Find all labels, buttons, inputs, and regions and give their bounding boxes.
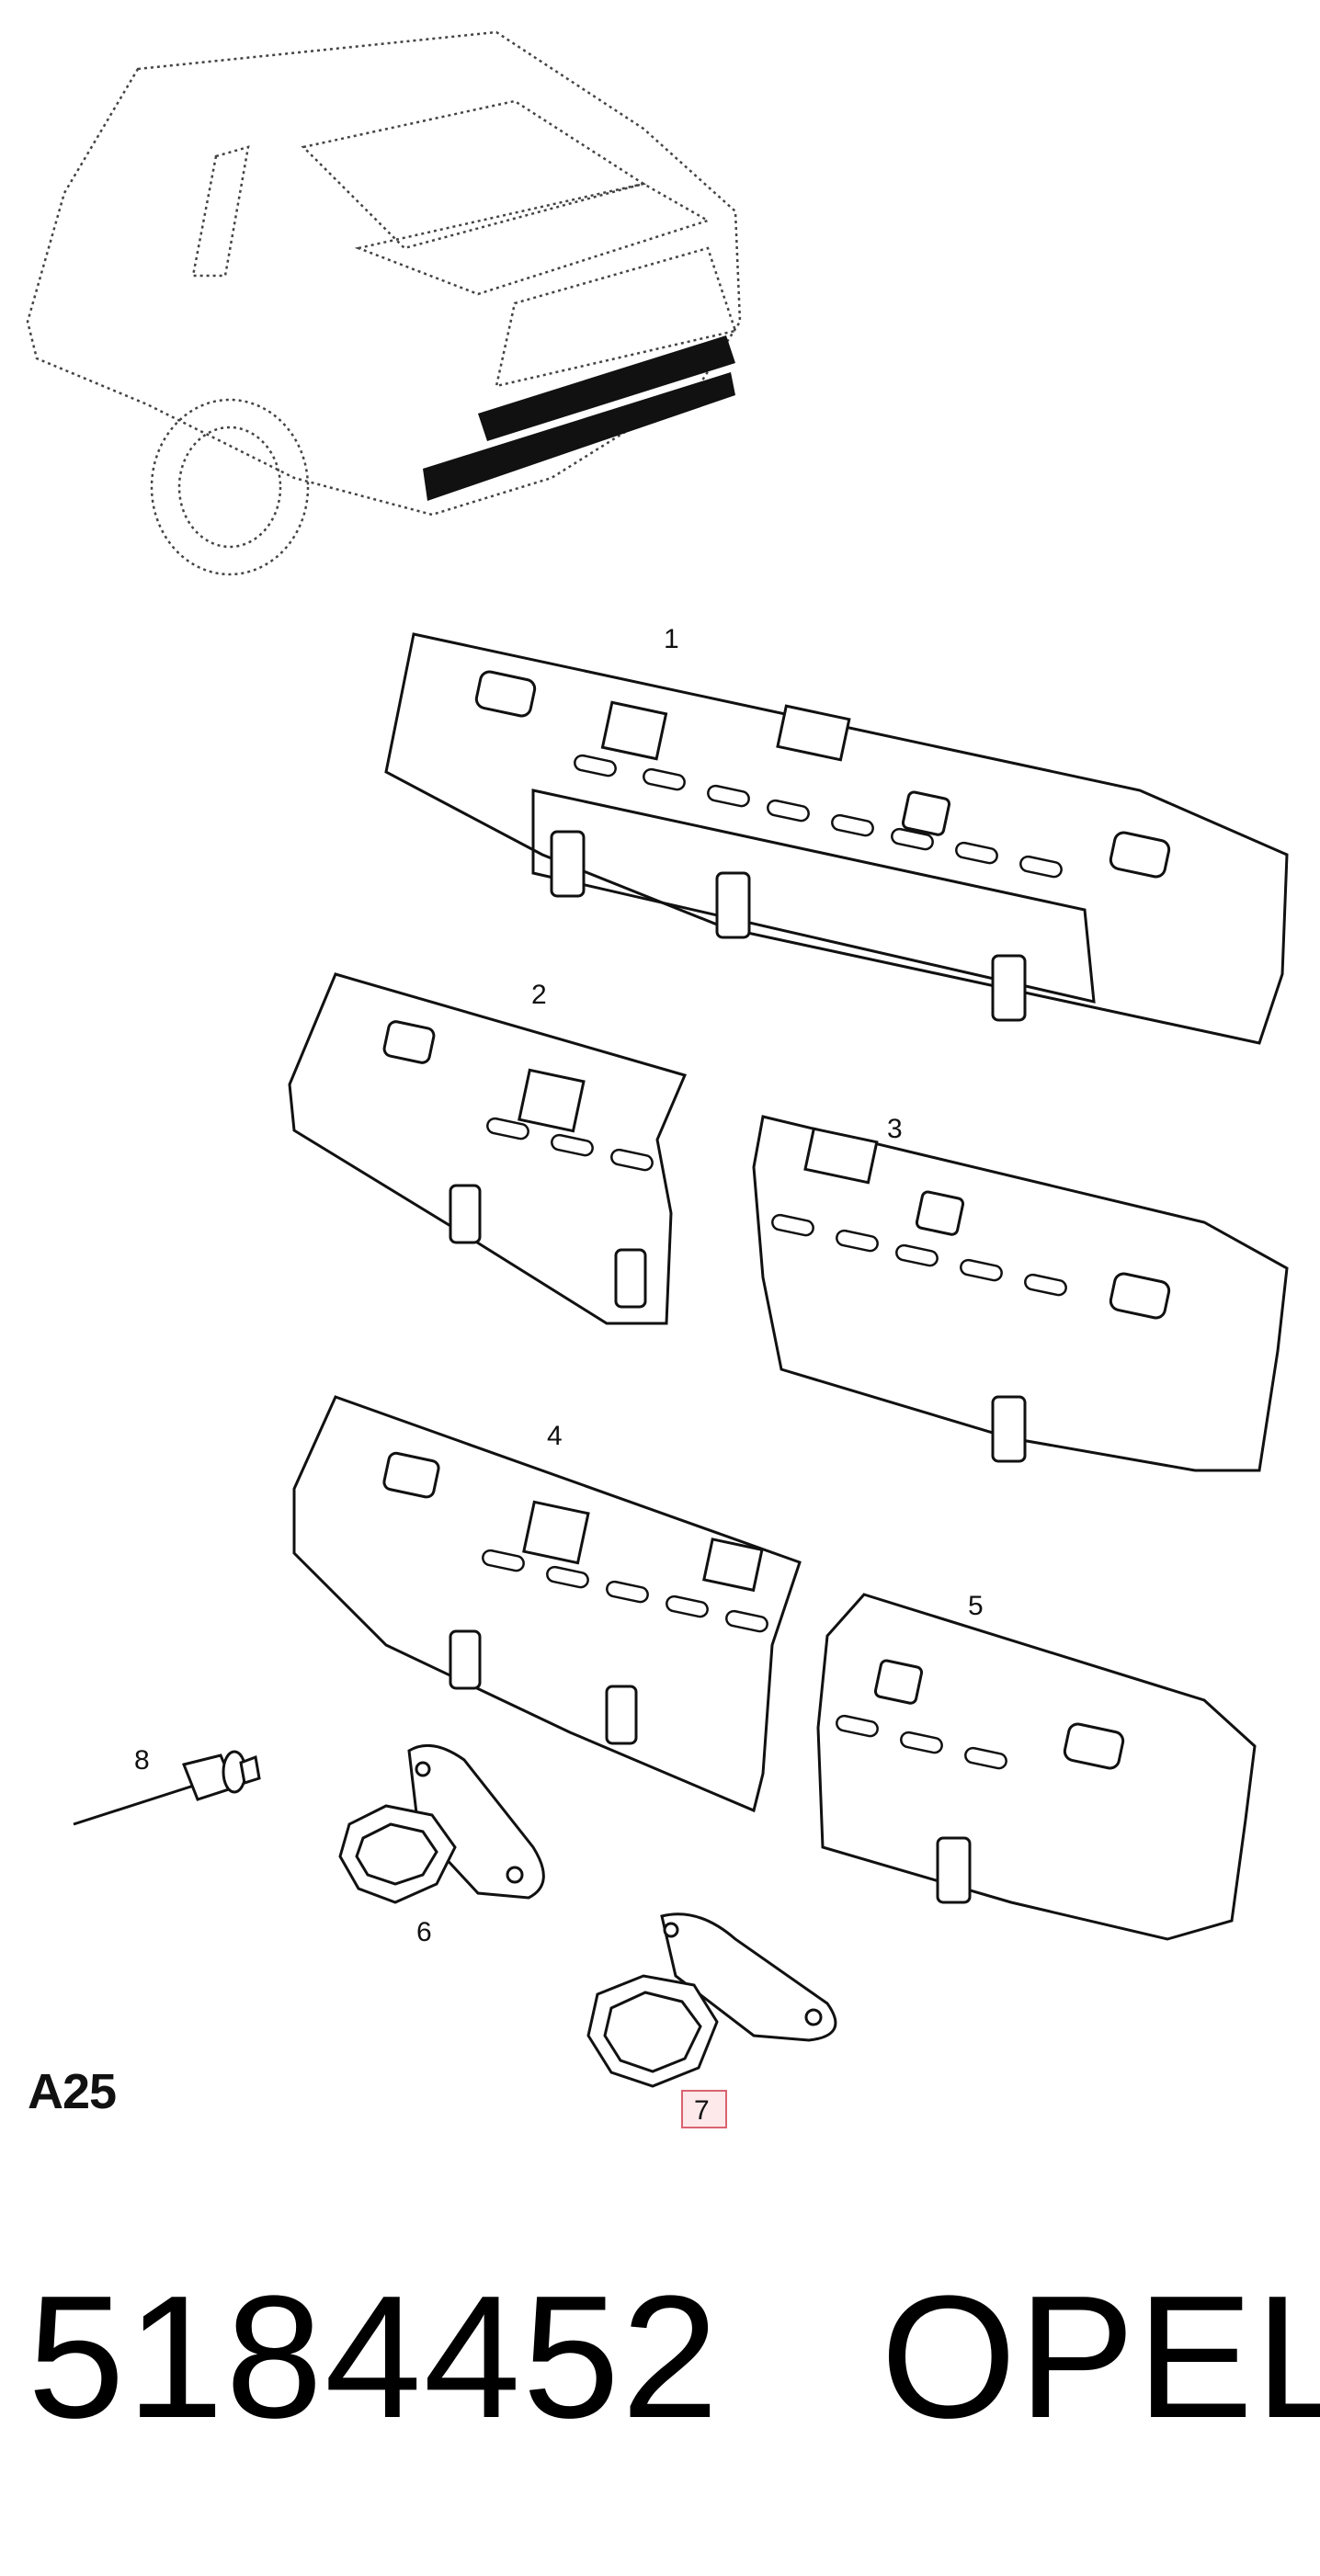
- part-8-rivet: [73, 1750, 261, 1826]
- part-2-left-section: [288, 972, 688, 1325]
- car-rear-panel-highlight: [423, 335, 735, 501]
- callout-3: 3: [887, 1114, 903, 1144]
- callout-7: 7: [694, 2095, 710, 2126]
- part-1-rear-panel: [384, 632, 1289, 1045]
- callout-8: 8: [134, 1745, 150, 1776]
- exploded-parts-diagram: 1 2 3: [26, 30, 1289, 2128]
- part-5-right-center-section: [816, 1593, 1257, 1941]
- callout-7-highlight-box: [681, 2090, 727, 2128]
- part-4-left-center-section: [292, 1395, 802, 1813]
- callout-5: 5: [968, 1591, 984, 1621]
- callout-2: 2: [531, 980, 547, 1010]
- part-7-mount: [586, 1912, 837, 2088]
- callout-6: 6: [416, 1917, 432, 1947]
- callout-1: 1: [664, 624, 679, 654]
- part-3-right-section: [752, 1115, 1289, 1472]
- sheet-code: A25: [28, 2064, 117, 2119]
- part-number: 5184452: [28, 2260, 721, 2455]
- brand-name: OPEL: [881, 2260, 1320, 2455]
- callout-4: 4: [547, 1421, 563, 1451]
- part-6-mount: [338, 1743, 545, 1904]
- car-rear-overview: [26, 30, 742, 576]
